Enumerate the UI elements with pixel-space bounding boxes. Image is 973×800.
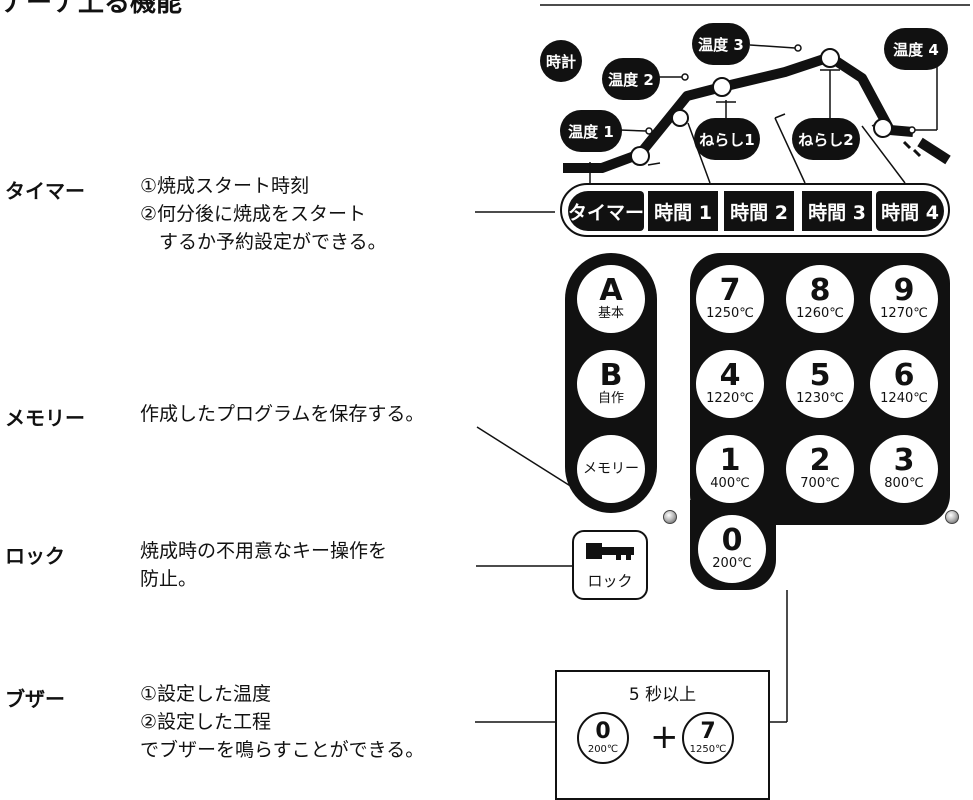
feature-title-memory: メモリー	[5, 406, 85, 430]
timer-button[interactable]: タイマー	[568, 191, 644, 231]
indicator-led-left	[663, 510, 677, 524]
time3-button[interactable]: 時間 3	[802, 191, 872, 231]
feature-desc-memory: 作成したプログラムを保存する。	[140, 403, 425, 425]
feature-title-timer: タイマー	[5, 179, 85, 203]
feature-desc-buzzer: ①設定した温度 ②設定した工程 でブザーを鳴らすことができる。	[140, 683, 425, 761]
memory-a-button[interactable]: A 基本	[577, 265, 645, 333]
lock-label: ロック	[587, 572, 633, 590]
graph-label-temp3: 温度 3	[692, 23, 750, 65]
feature-desc-lock: 焼成時の不用意なキー操作を 防止。	[140, 540, 388, 590]
combo-title: 5 秒以上	[628, 685, 697, 705]
memory-button[interactable]: メモリー	[577, 435, 645, 503]
graph-label-temp2: 温度 2	[602, 58, 660, 100]
profile-end-segment	[917, 137, 951, 165]
indicator-led-right	[945, 510, 959, 524]
memory-b-button[interactable]: B 自作	[577, 350, 645, 418]
feature-desc-timer: ①焼成スタート時刻 ②何分後に焼成をスタート するか予約設定ができる。	[140, 175, 387, 253]
graph-label-clock: 時計	[540, 40, 582, 82]
page-title: ナーナ上る機能	[0, 0, 183, 18]
lock-button[interactable]: ロック	[572, 530, 648, 600]
time1-button[interactable]: 時間 1	[648, 191, 718, 231]
feature-title-buzzer: ブザー	[5, 687, 65, 711]
key-icon	[586, 543, 634, 560]
time4-button[interactable]: 時間 4	[876, 191, 944, 231]
plus-sign: +	[650, 717, 679, 757]
firing-profile-line	[563, 52, 914, 173]
feature-title-lock: ロック	[5, 544, 65, 568]
graph-label-temp4: 温度 4	[884, 28, 948, 70]
time2-button[interactable]: 時間 2	[724, 191, 794, 231]
timer-bar: タイマー 時間 1 時間 2 時間 3 時間 4	[560, 183, 950, 237]
graph-label-soak2: ねらし2	[792, 118, 860, 160]
graph-label-temp1: 温度 1	[560, 110, 622, 152]
graph-label-soak1: ねらし1	[694, 118, 760, 160]
